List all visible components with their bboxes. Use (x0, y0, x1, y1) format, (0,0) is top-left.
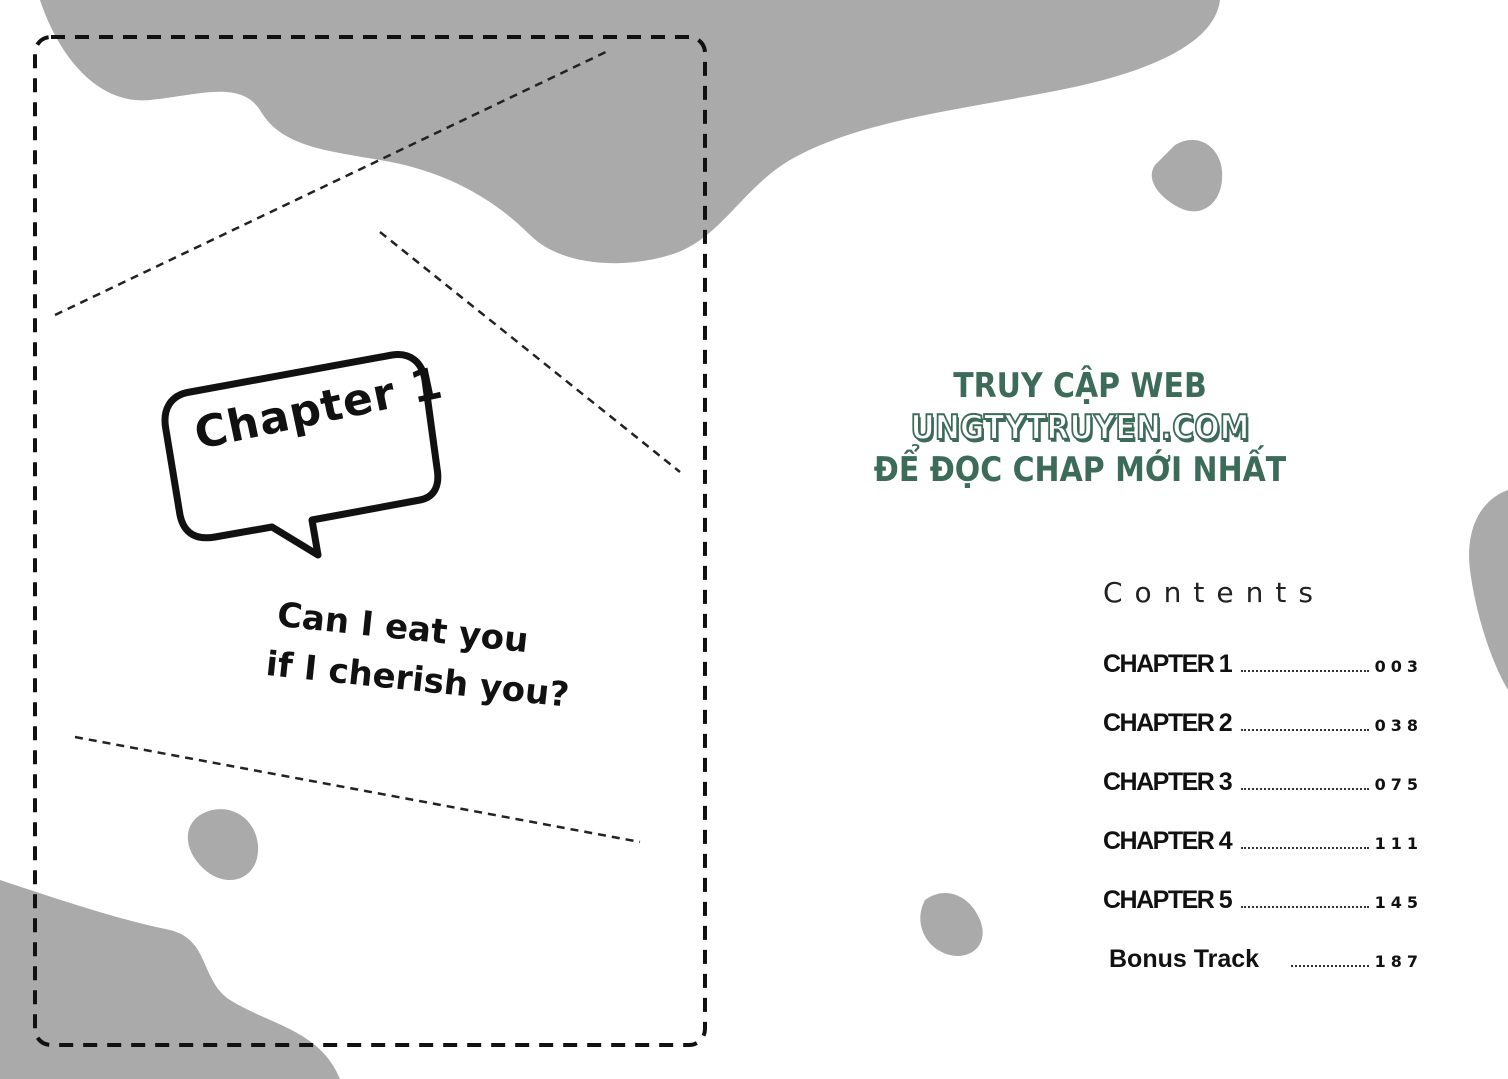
promo-site-link[interactable]: UNGTYTRUYEN.COM (910, 407, 1251, 449)
table-of-contents: CHAPTER 1 003 CHAPTER 2 038 CHAPTER 3 075 C… (1103, 650, 1423, 1004)
contents-title: Contents (1103, 576, 1325, 609)
toc-page: 145 (1374, 893, 1423, 912)
toc-item: Bonus Track 187 (1103, 945, 1423, 1004)
toc-page: 038 (1374, 716, 1423, 735)
bottom-left-blob (0, 880, 340, 1079)
toc-leader (1241, 670, 1369, 672)
top-blob (40, 0, 1220, 264)
toc-leader (1241, 729, 1369, 731)
toc-label: CHAPTER 1 (1103, 650, 1233, 678)
toc-label: CHAPTER 5 (1103, 886, 1233, 914)
toc-leader (1291, 965, 1369, 967)
speech-bubble (161, 350, 442, 559)
toc-page: 003 (1374, 657, 1423, 676)
toc-item: CHAPTER 1 003 (1103, 650, 1423, 709)
toc-page: 187 (1374, 952, 1423, 971)
toc-item: CHAPTER 3 075 (1103, 768, 1423, 827)
small-blob-middle (920, 892, 983, 956)
dashed-line (74, 735, 641, 844)
dashed-line (54, 48, 611, 317)
toc-page: 075 (1374, 775, 1423, 794)
toc-leader (1241, 906, 1369, 908)
toc-leader (1241, 847, 1369, 849)
toc-item: CHAPTER 5 145 (1103, 886, 1423, 945)
toc-label: Bonus Track (1109, 945, 1260, 973)
toc-label: CHAPTER 3 (1103, 768, 1233, 796)
promo-banner: TRUY CẬP WEB UNGTYTRUYEN.COM ĐỂ ĐỌC CHAP… (834, 365, 1327, 491)
toc-label: CHAPTER 2 (1103, 709, 1233, 737)
toc-page: 111 (1374, 834, 1423, 853)
small-blob-top-right (1151, 139, 1223, 212)
right-edge-blob (1469, 490, 1508, 690)
toc-leader (1241, 788, 1369, 790)
promo-prefix: TRUY CẬP WEB (953, 366, 1207, 406)
toc-label: CHAPTER 4 (1103, 827, 1233, 855)
promo-line-2: ĐỂ ĐỌC CHAP MỚI NHẤT (873, 450, 1287, 490)
toc-item: CHAPTER 2 038 (1103, 709, 1423, 768)
dashed-frame (33, 35, 707, 1047)
toc-item: CHAPTER 4 111 (1103, 827, 1423, 886)
small-blob-left (187, 809, 259, 881)
